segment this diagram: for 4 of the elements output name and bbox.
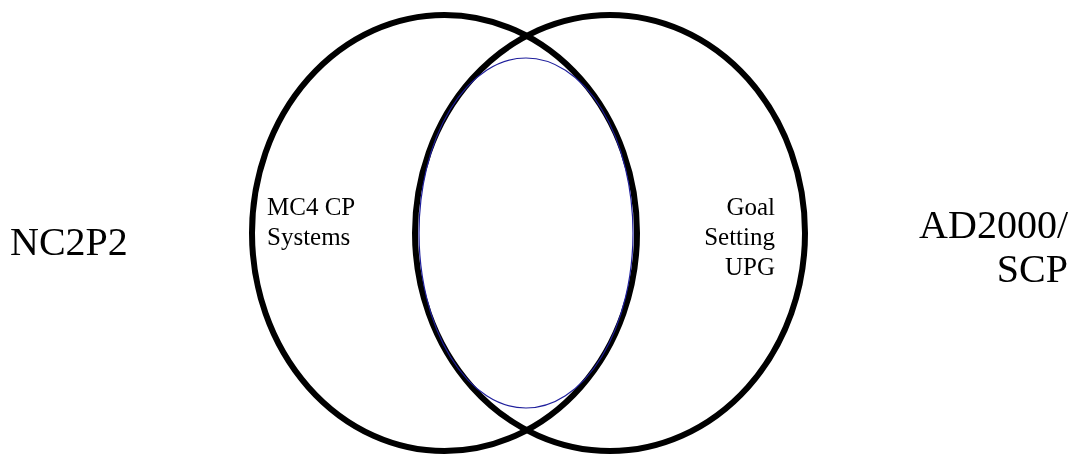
set-label: Goal Setting UPG bbox=[703, 192, 775, 282]
set-label: MC4 CP Systems bbox=[267, 192, 356, 252]
set-title: AD2000/ SCP bbox=[918, 203, 1068, 291]
set-title: NC2P2 bbox=[10, 220, 129, 264]
